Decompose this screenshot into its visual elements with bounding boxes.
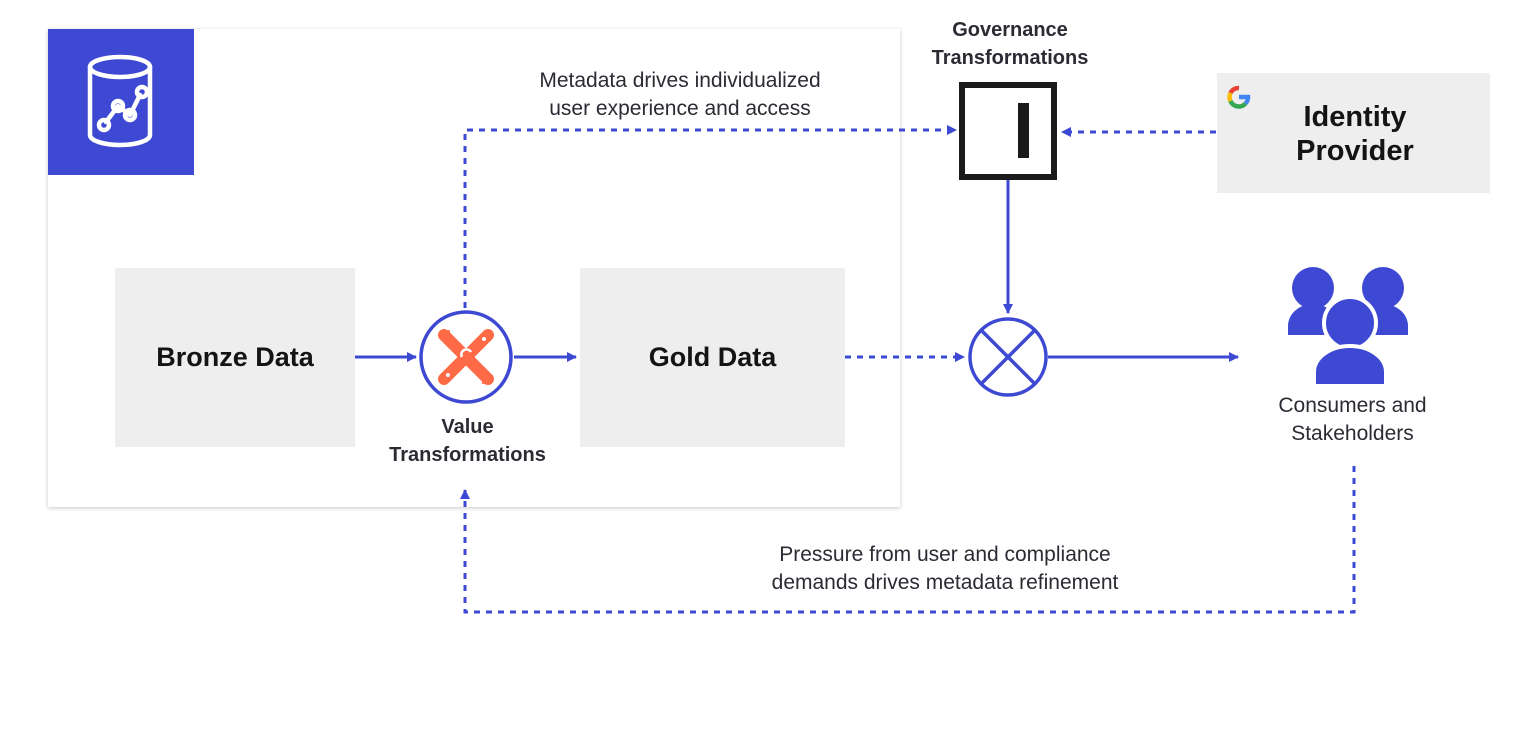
value-transformations-label: Value Transformations <box>389 416 546 466</box>
bronze-data-node: Bronze Data <box>115 268 355 447</box>
google-g-icon <box>1227 85 1251 109</box>
database-tile <box>48 29 194 175</box>
gold-data-node: Gold Data <box>580 268 845 447</box>
database-chart-icon <box>87 54 153 148</box>
pressure-edge-label: Pressure from user and compliance demand… <box>771 543 1119 594</box>
immuta-logo-icon <box>959 82 1057 180</box>
users-group-icon <box>1288 267 1408 388</box>
identity-provider-node <box>1217 73 1490 193</box>
governance-transformations-label: Governance Transformations <box>931 19 1089 69</box>
identity-provider-label: Identity Provider <box>1296 101 1414 167</box>
dbt-logo-icon <box>438 329 494 385</box>
dashed-arrow-feedback-to-value <box>460 466 1356 614</box>
circle-x-icon <box>968 317 1048 397</box>
bronze-data-label: Bronze Data <box>156 342 314 372</box>
gold-data-label: Gold Data <box>648 342 777 372</box>
dashed-arrow-metadata-to-governance <box>463 125 957 308</box>
value-transformation-node <box>419 310 513 404</box>
consumers-label: Consumers and Stakeholders <box>1278 394 1427 445</box>
metadata-edge-label: Metadata drives individualized user expe… <box>539 69 821 120</box>
